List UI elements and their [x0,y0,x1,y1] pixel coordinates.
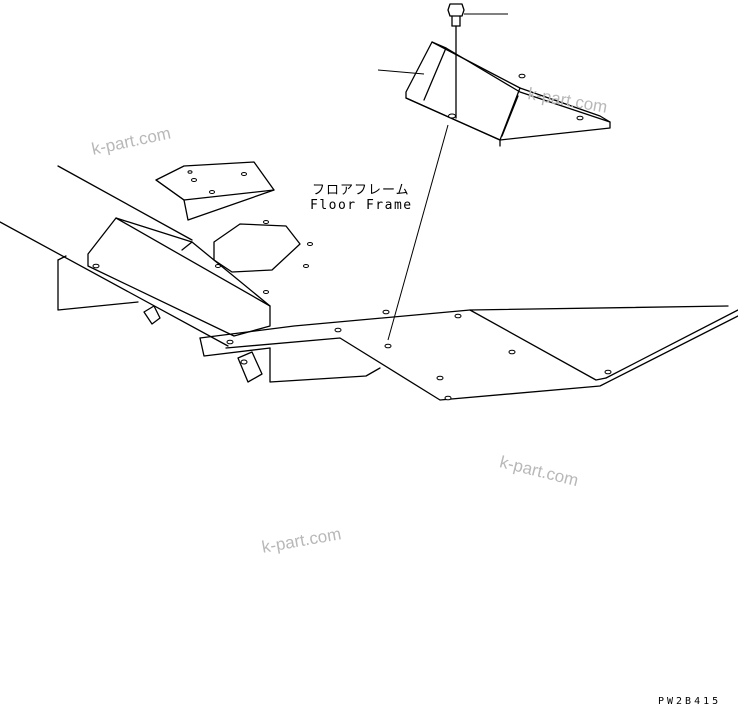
part-code: PW2B415 [658,696,722,707]
floor-frame [0,165,738,401]
leader-line [387,124,449,341]
upper-bracket [377,41,611,147]
small-bracket [155,161,275,221]
part-label-english: Floor Frame [310,198,413,213]
part-label-japanese: フロアフレーム [312,183,410,198]
bolt [447,3,508,119]
